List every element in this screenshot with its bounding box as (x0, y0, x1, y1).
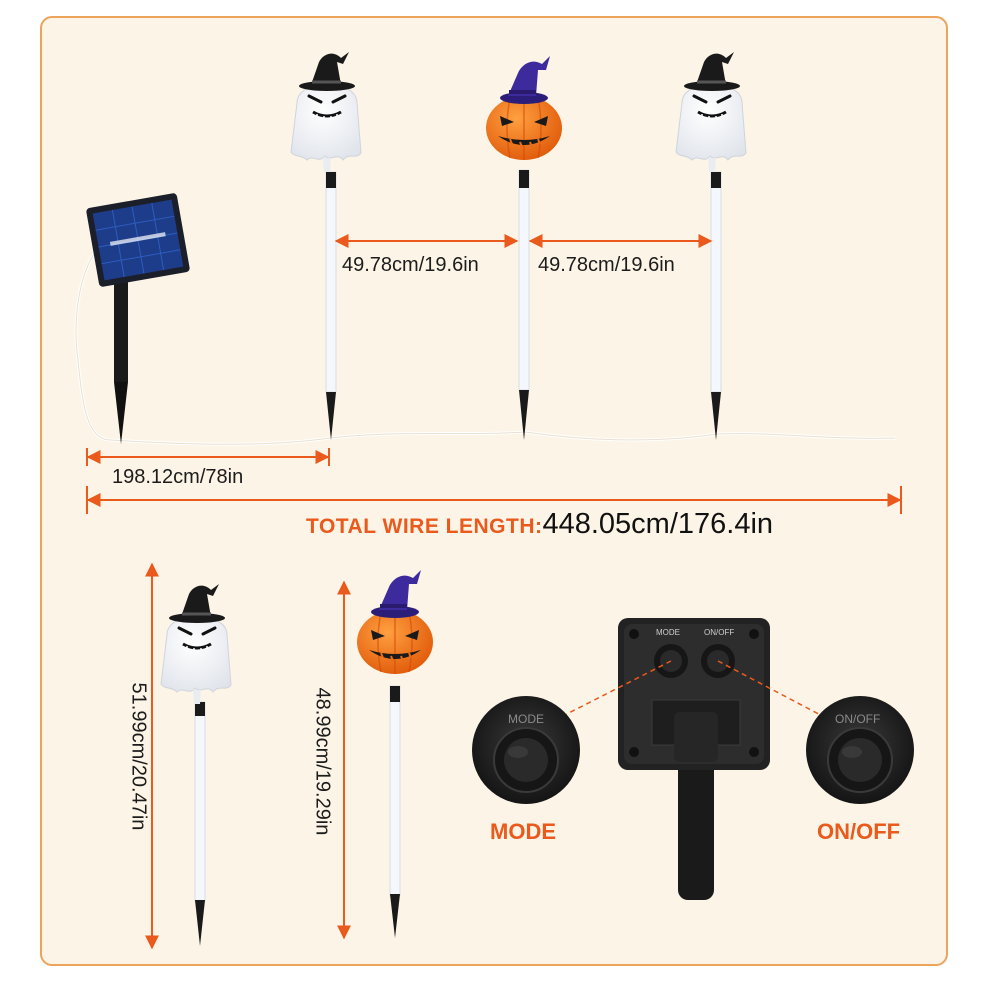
ghost-stake-2 (674, 50, 748, 440)
box-mode-label: MODE (656, 628, 680, 637)
mode-leader (554, 660, 672, 721)
diagram-frame (40, 16, 948, 966)
control-box (618, 618, 770, 900)
pumpkin-stake-detail (356, 568, 434, 938)
onoff-cap-label: ON/OFF (835, 712, 881, 726)
onoff-caption: ON/OFF (817, 819, 901, 844)
lead-wire-label: 198.12cm/78in (112, 466, 244, 488)
onoff-button-closeup (806, 696, 914, 804)
mode-button-closeup (472, 696, 580, 804)
solar-panel (86, 193, 190, 444)
ghost-stake-1 (289, 50, 363, 440)
ghost-height-label: 51.99cm/20.47in (127, 682, 150, 831)
pumpkin-stake-1 (485, 54, 563, 440)
ghost-stake-detail (159, 582, 233, 946)
onoff-leader (717, 660, 831, 721)
mode-caption: MODE (490, 819, 556, 844)
spacing-label-right: 49.78cm/19.6in (538, 254, 675, 276)
wire (74, 230, 897, 446)
total-wire-length: TOTAL WIRE LENGTH:448.05cm/176.4in (306, 508, 773, 541)
pumpkin-height-label: 48.99cm/19.29in (311, 687, 334, 836)
spacing-label-left: 49.78cm/19.6in (342, 254, 479, 276)
box-onoff-label: ON/OFF (704, 628, 735, 637)
total-wire-value: 448.05cm/176.4in (542, 508, 774, 540)
total-wire-label: TOTAL WIRE LENGTH: (306, 515, 543, 538)
mode-cap-label: MODE (508, 712, 544, 726)
